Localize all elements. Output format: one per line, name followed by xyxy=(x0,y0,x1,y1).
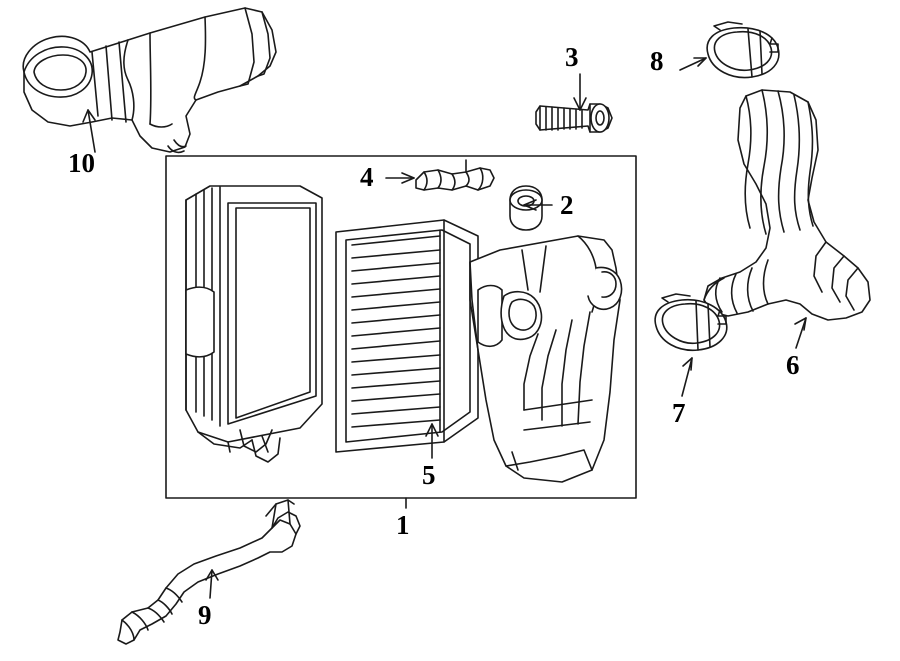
callout-1: 1 xyxy=(396,510,410,540)
part-9-breather-hose xyxy=(117,499,301,645)
callout-8: 8 xyxy=(650,46,664,76)
part-1-housing-lower xyxy=(469,235,623,483)
part-4-clip xyxy=(415,159,495,191)
part-3-bolt xyxy=(535,103,613,133)
callout-9: 9 xyxy=(198,600,212,630)
leader-lines xyxy=(82,57,807,599)
part-7-clamp xyxy=(654,293,728,351)
part-5-air-filter-element xyxy=(335,219,479,453)
callout-7: 7 xyxy=(672,398,686,428)
callout-2: 2 xyxy=(560,190,574,220)
part-8-clamp xyxy=(706,21,780,79)
callout-5: 5 xyxy=(422,460,436,490)
part-10-resonator-duct xyxy=(22,7,277,154)
callout-4: 4 xyxy=(360,162,374,192)
part-6-air-inlet-duct xyxy=(703,89,871,321)
part-1-housing-upper xyxy=(185,185,323,463)
callout-3: 3 xyxy=(565,42,579,72)
part-2-grommet xyxy=(509,185,543,231)
callout-6: 6 xyxy=(786,350,800,380)
callout-10: 10 xyxy=(68,148,95,178)
